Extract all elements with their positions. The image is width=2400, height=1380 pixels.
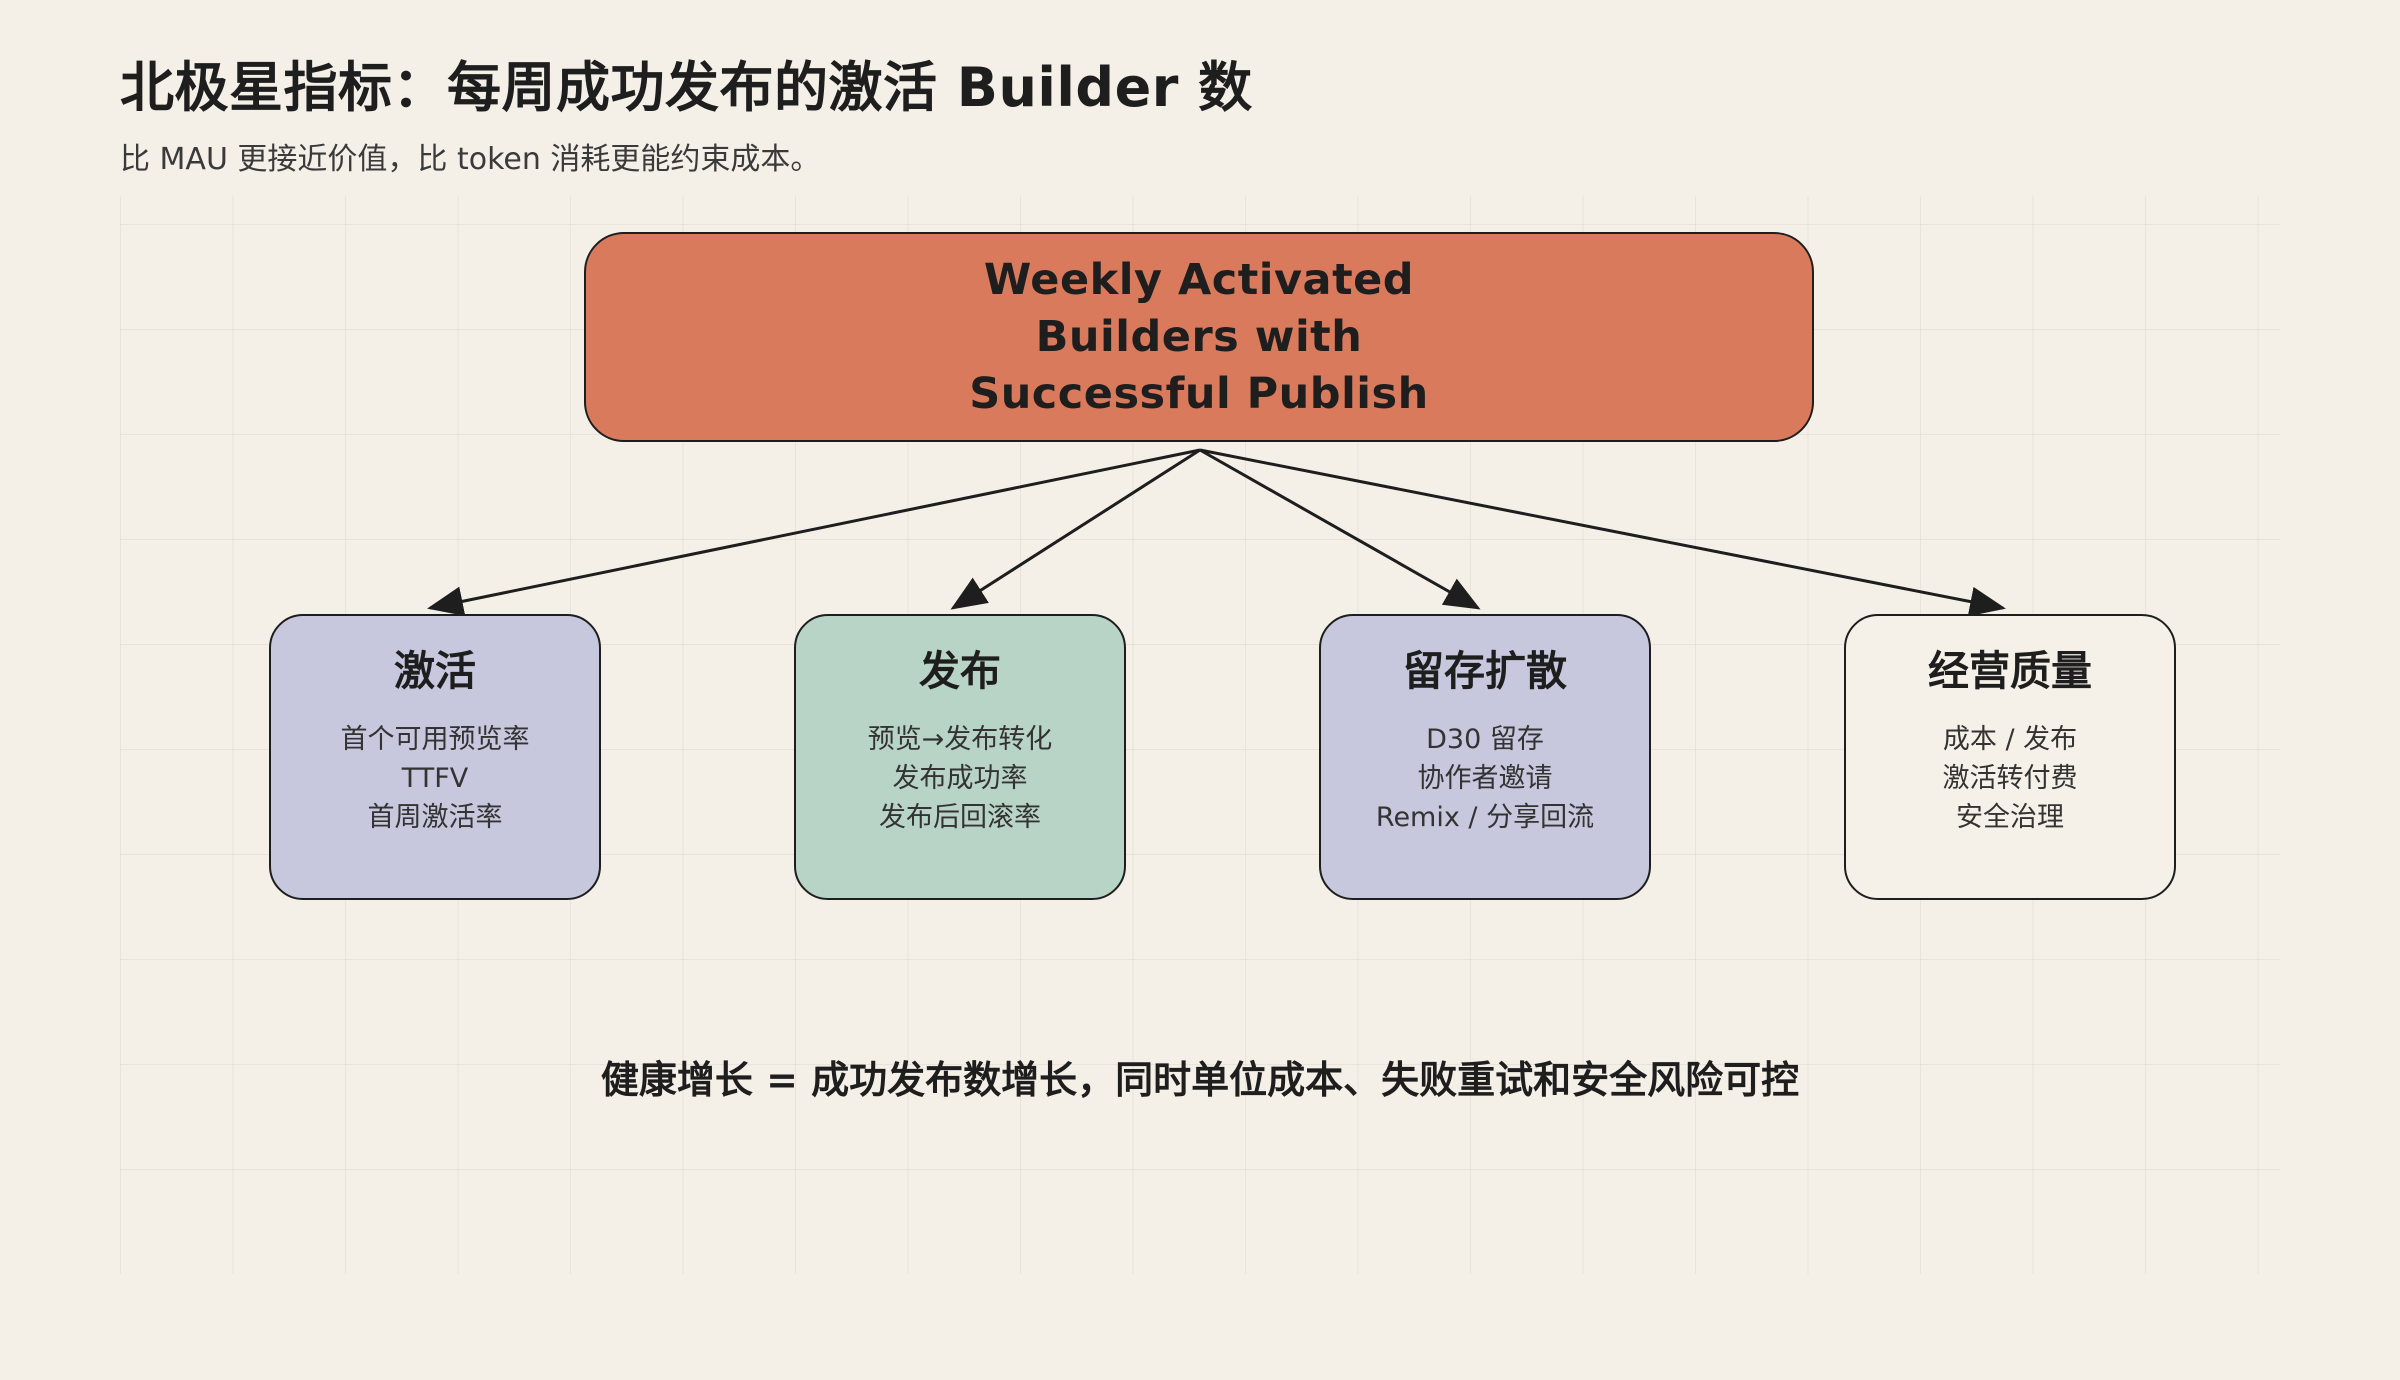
driver-node-retention: 留存扩散 D30 留存 协作者邀请 Remix / 分享回流 [1319,614,1651,900]
footer-note: 健康增长 = 成功发布数增长，同时单位成本、失败重试和安全风险可控 [600,1058,1800,1102]
driver-title: 发布 [919,647,1001,695]
driver-title: 留存扩散 [1403,647,1567,695]
page-title: 北极星指标：每周成功发布的激活 Builder 数 [120,56,1253,119]
north-star-node: Weekly Activated Builders with Successfu… [584,232,1814,442]
driver-metric: 发布后回滚率 [879,802,1041,833]
driver-metric: 首周激活率 [367,802,503,833]
north-star-line: Builders with [1035,311,1363,362]
driver-metric: 发布成功率 [892,763,1028,794]
driver-metric: 首个可用预览率 [340,724,530,755]
driver-metric: 激活转付费 [1942,763,2078,794]
driver-metric: 成本 / 发布 [1942,724,2078,755]
driver-title: 激活 [394,647,476,695]
driver-node-publish: 发布 预览→发布转化 发布成功率 发布后回滚率 [794,614,1126,900]
driver-metric: 协作者邀请 [1417,763,1553,794]
driver-metric: 安全治理 [1956,802,2064,833]
driver-node-operations: 经营质量 成本 / 发布 激活转付费 安全治理 [1844,614,2176,900]
driver-node-activation: 激活 首个可用预览率 TTFV 首周激活率 [269,614,601,900]
driver-metric: Remix / 分享回流 [1375,802,1595,833]
driver-title: 经营质量 [1928,647,2092,695]
driver-metric: 预览→发布转化 [867,724,1053,755]
driver-metric: D30 留存 [1426,724,1544,755]
page-subtitle: 比 MAU 更接近价值，比 token 消耗更能约束成本。 [120,142,821,177]
north-star-line: Successful Publish [969,368,1429,419]
north-star-line: Weekly Activated [983,254,1415,305]
driver-metric: TTFV [401,763,469,794]
